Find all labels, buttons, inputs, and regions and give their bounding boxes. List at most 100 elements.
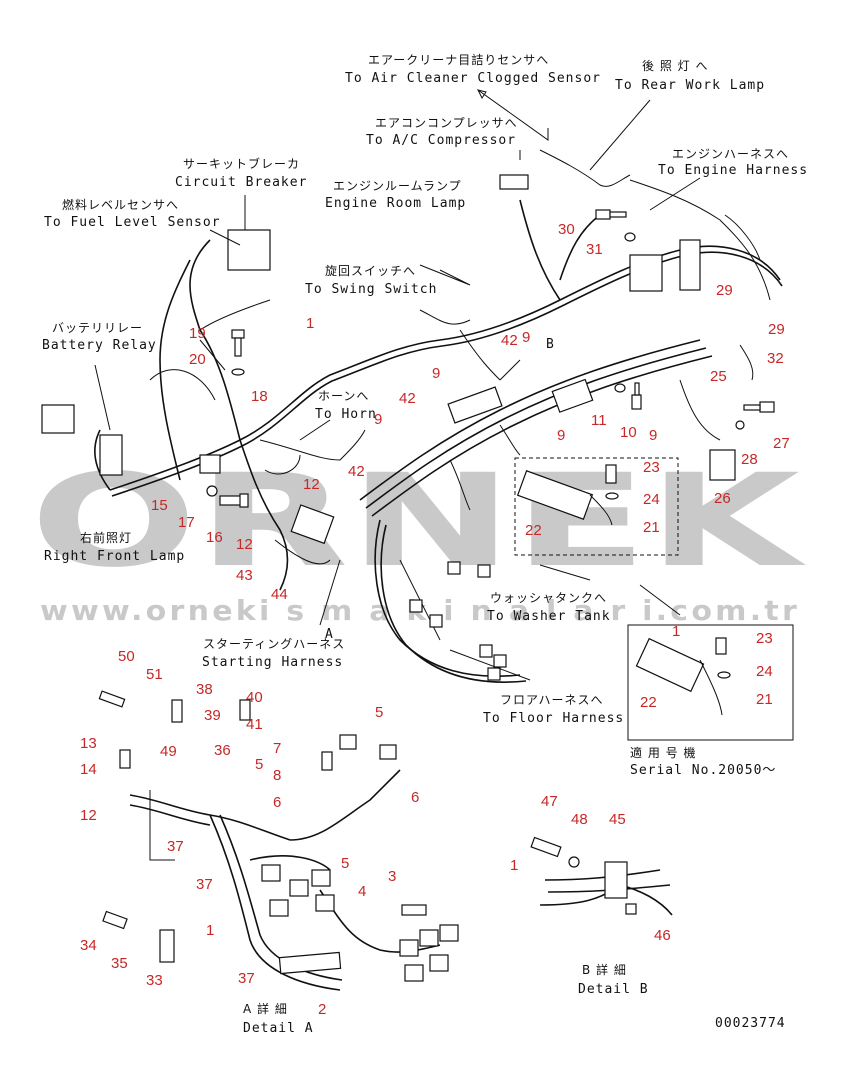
drawing-number: 00023774: [715, 1016, 786, 1031]
connector-icon: [289, 879, 309, 897]
leader-lines: [94, 89, 701, 681]
callout-number: 26: [714, 490, 731, 507]
circuit-breaker-label-en: Circuit Breaker: [175, 175, 307, 190]
callout-number: 18: [251, 388, 268, 405]
callout-number: 37: [167, 838, 184, 855]
callout-number: 35: [111, 955, 128, 972]
clip-45-icon: [604, 861, 628, 899]
bolt-34-icon: [102, 910, 128, 930]
callout-number: 37: [196, 876, 213, 893]
washer-tank-label-jp: ウォッシャタンクへ: [490, 591, 607, 605]
air-cleaner-label-en: To Air Cleaner Clogged Sensor: [345, 71, 601, 86]
connector-icon: [429, 954, 449, 972]
callout-number: 23: [643, 459, 660, 476]
callout-number: 21: [643, 519, 660, 536]
callouts-detail-b: 1 45 46 47 48: [510, 793, 671, 944]
callout-number: 47: [541, 793, 558, 810]
bolt-40-icon: [239, 699, 251, 721]
connector-icon: [315, 894, 335, 912]
bolt-7-icon: [321, 751, 333, 771]
bracket-33-icon: [159, 929, 175, 963]
serial-inset-frame: [627, 624, 794, 741]
circuit-breaker-icon: [227, 229, 271, 271]
cover-11-icon: [551, 378, 594, 413]
right-front-lamp-label-en: Right Front Lamp: [44, 549, 185, 564]
connector-icon: [409, 599, 423, 613]
detail-b-drawing: [530, 836, 673, 916]
bracket-12-icon: [290, 504, 335, 545]
callout-number: 14: [80, 761, 97, 778]
swing-switch-label-en: To Swing Switch: [305, 282, 437, 297]
swing-switch-label-jp: 旋回スイッチへ: [325, 264, 416, 278]
bolt-47-icon: [530, 836, 562, 858]
callout-number: 5: [375, 704, 383, 721]
callout-number: 29: [768, 321, 785, 338]
callout-number: 15: [151, 497, 168, 514]
bolt-38-icon: [171, 699, 183, 723]
callout-number: 33: [146, 972, 163, 989]
callout-number: 11: [591, 412, 607, 429]
callout-number: 5: [341, 855, 349, 872]
callout-number: 48: [571, 811, 588, 828]
callout-number: 12: [80, 807, 97, 824]
rear-lamp-label-jp: 後 照 灯 へ: [642, 59, 708, 73]
callout-number: 38: [196, 681, 213, 698]
engine-harness-label-jp: エンジンハーネスへ: [672, 147, 789, 161]
bracket-26-icon: [709, 449, 736, 481]
detail-a-title-en: Detail A: [243, 1021, 314, 1036]
connector-icon: [269, 899, 289, 917]
callout-number: 13: [80, 735, 97, 752]
serial-label-jp: 適 用 号 機: [630, 745, 696, 760]
washer-tank-label-en: To Washer Tank: [487, 609, 611, 624]
callout-number: 9: [374, 411, 382, 428]
engine-room-lamp-label-jp: エンジンルームランプ: [333, 179, 462, 193]
starting-harness-label-en: Starting Harness: [202, 655, 343, 670]
circuit-breaker-label-jp: サーキットブレーカ: [183, 156, 300, 171]
connector-icon: [379, 744, 397, 760]
callout-number: 31: [586, 241, 603, 258]
callout-number: 1: [672, 623, 680, 640]
connector-icon: [339, 734, 357, 750]
floor-harness-label-jp: フロアハーネスへ: [500, 693, 604, 707]
callout-number: 24: [643, 491, 660, 508]
detail-a-drawing: [98, 690, 459, 991]
callouts-main: 1 9 9 9 9 9 10 11 12 12 15 16 17 18 19 2…: [151, 221, 790, 603]
view-labels: B A 適 用 号 機 Serial No.20050～ A 詳 細 Detai…: [243, 337, 786, 1036]
callout-number: 22: [640, 694, 657, 711]
callout-number: 4: [358, 883, 366, 900]
main-harness-drawing: [41, 149, 783, 683]
connector-icon: [493, 654, 507, 668]
engine-room-lamp-icon: [499, 174, 529, 190]
callout-number: 19: [189, 325, 206, 342]
callout-number: 22: [525, 522, 542, 539]
callout-number: 24: [756, 663, 773, 680]
connector-icon: [429, 614, 443, 628]
connector-icon: [419, 929, 439, 947]
callout-number: 46: [654, 927, 671, 944]
callout-number: 10: [620, 424, 637, 441]
fuel-sensor-label-jp: 燃料レベルセンサへ: [62, 197, 179, 212]
horn-label-jp: ホーンへ: [318, 389, 369, 403]
callout-number: 9: [649, 427, 657, 444]
connector-icon: [261, 864, 281, 882]
callout-number: 49: [160, 743, 177, 760]
callout-number: 5: [255, 756, 263, 773]
bolt-50-icon: [98, 690, 126, 708]
callout-number: 27: [773, 435, 790, 452]
starting-harness-label-jp: スターティングハーネス: [203, 637, 345, 651]
bolt-icon: [206, 209, 775, 508]
callout-number: 7: [273, 740, 281, 757]
callout-number: 45: [609, 811, 626, 828]
callout-number: 29: [716, 282, 733, 299]
callout-number: 3: [388, 868, 396, 885]
callout-number: 16: [206, 529, 223, 546]
detail-b-title-jp: B 詳 細: [582, 962, 627, 977]
inset-box: [514, 457, 679, 556]
detail-a-title-jp: A 詳 細: [243, 1001, 288, 1016]
callout-number: 12: [236, 536, 253, 553]
callout-number: 1: [510, 857, 518, 874]
cover-42-icon: [447, 386, 503, 424]
plate-29-icon: [679, 239, 701, 291]
battery-relay-label-en: Battery Relay: [42, 338, 157, 353]
view-marker-a: A: [325, 627, 334, 642]
